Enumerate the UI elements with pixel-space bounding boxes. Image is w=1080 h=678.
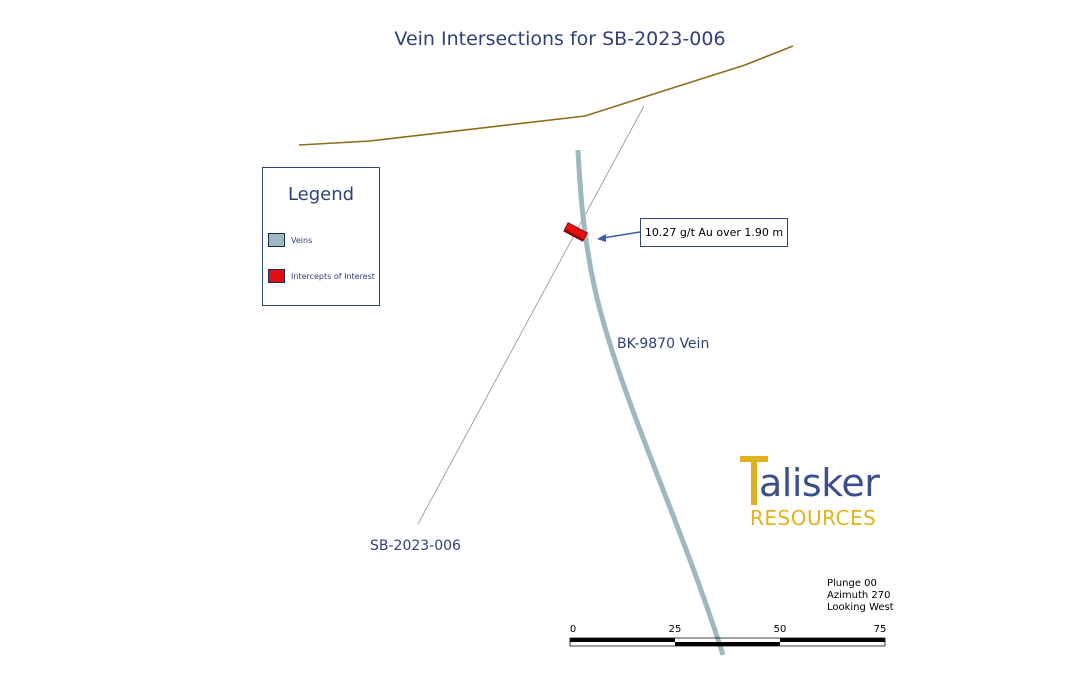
callout-arrow-line xyxy=(602,231,641,239)
logo-t-stem xyxy=(751,456,757,505)
scale-tick-50: 50 xyxy=(773,624,787,635)
vein-label: BK-9870 Vein xyxy=(617,336,710,352)
intercept-marker xyxy=(563,222,588,242)
logo-wordmark: alisker xyxy=(759,461,880,505)
legend-box: Legend Veins Intercepts of Interest xyxy=(262,167,380,306)
callout-arrowhead xyxy=(597,234,606,242)
legend-item-veins: Veins xyxy=(268,233,312,247)
scale-tick-25: 25 xyxy=(668,624,682,635)
view-azimuth: Azimuth 270 xyxy=(827,590,891,601)
diagram-title: Vein Intersections for SB-2023-006 xyxy=(394,28,726,50)
legend-label-veins: Veins xyxy=(291,235,313,245)
view-looking: Looking West xyxy=(827,602,894,613)
logo-subtitle: RESOURCES xyxy=(750,506,877,530)
intercept-callout: 10.27 g/t Au over 1.90 m xyxy=(640,218,788,247)
view-plunge: Plunge 00 xyxy=(827,578,877,589)
view-orientation: Plunge 00 Azimuth 270 Looking West xyxy=(827,578,894,614)
vein-body xyxy=(575,149,726,656)
legend-title: Legend xyxy=(287,184,355,205)
topography-line xyxy=(298,45,794,146)
scale-tick-75: 75 xyxy=(873,624,887,635)
drillhole-trace xyxy=(417,105,645,525)
legend-label-intercepts: Intercepts of Interest xyxy=(291,271,375,281)
scale-bar xyxy=(569,637,886,647)
scale-tick-0: 0 xyxy=(569,624,577,635)
legend-swatch-veins xyxy=(268,233,285,247)
legend-item-intercepts: Intercepts of Interest xyxy=(268,269,375,283)
legend-swatch-intercepts xyxy=(268,269,285,283)
drillhole-label: SB-2023-006 xyxy=(370,538,461,554)
